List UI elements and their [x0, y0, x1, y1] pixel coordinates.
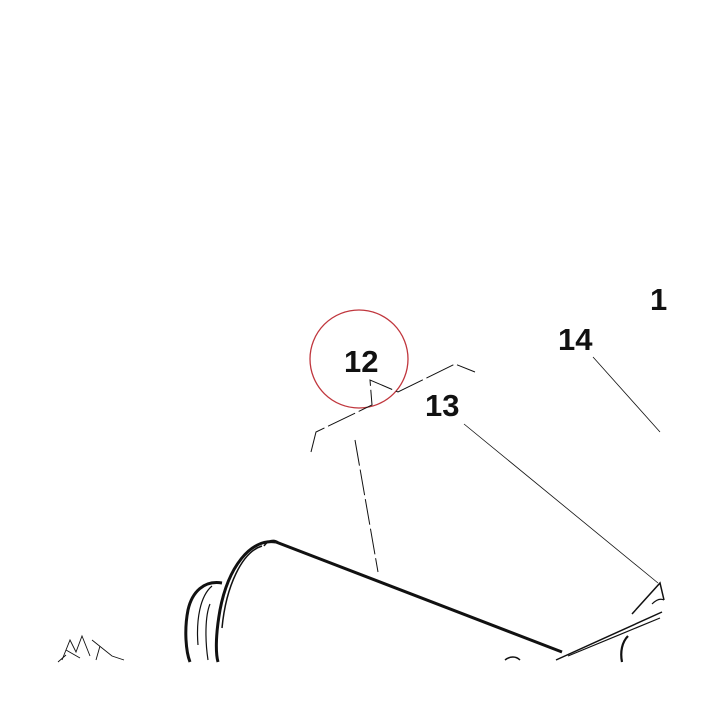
leader-line-12	[354, 439, 379, 573]
callout-14: 14	[558, 322, 593, 357]
left-fragment-part	[57, 634, 125, 663]
callout-15-partial: 1	[650, 282, 668, 317]
callout-13: 13	[425, 388, 460, 423]
callout-12: 12	[344, 344, 379, 379]
part-12-bracket	[310, 363, 476, 453]
highlight-circle	[309, 309, 409, 409]
leader-line-14	[592, 356, 661, 433]
right-assembly-part	[504, 581, 665, 663]
cylinder-part	[184, 539, 563, 663]
leader-line-13	[463, 423, 659, 584]
